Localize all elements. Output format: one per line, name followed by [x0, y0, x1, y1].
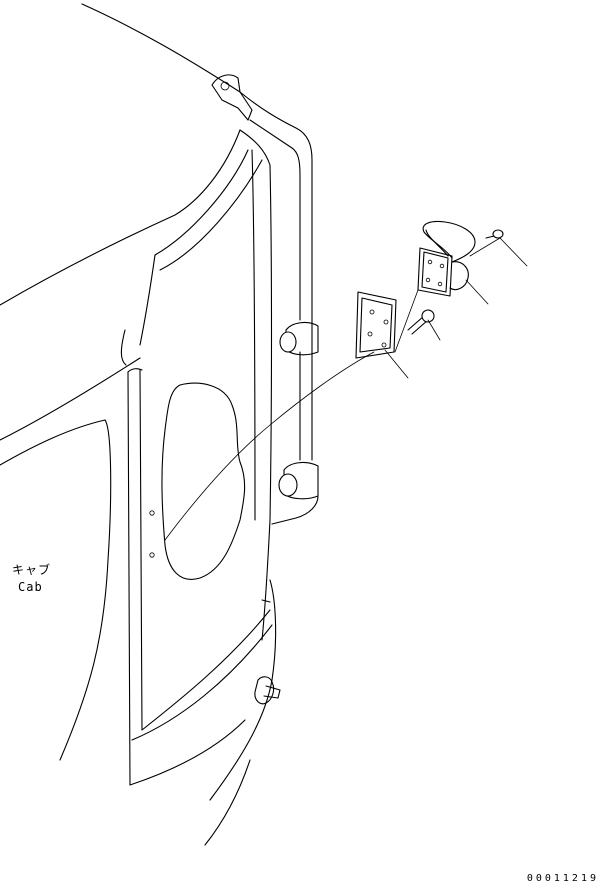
mirror-stay: [211, 74, 319, 525]
cab-label-english: Cab: [18, 580, 43, 594]
bracket-plate: [355, 291, 397, 359]
cab-label-japanese: キャブ: [12, 563, 52, 577]
leader-lines: [164, 237, 528, 541]
cab-body-outline: [0, 3, 281, 846]
mirror-unit: [417, 220, 476, 297]
drawing-number: 00011219: [526, 873, 599, 884]
bolt: [407, 309, 435, 335]
screw: [485, 229, 504, 239]
